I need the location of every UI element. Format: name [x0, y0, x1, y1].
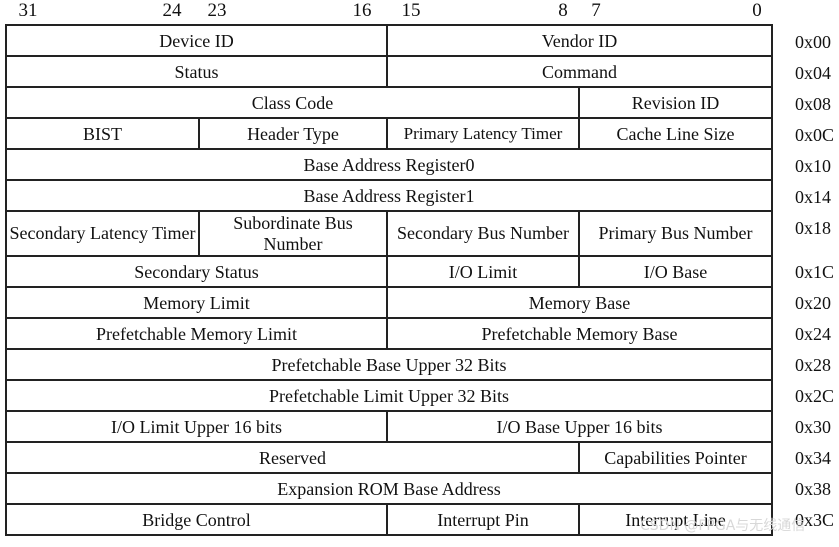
- offset-label-0x14: 0x14: [795, 187, 831, 207]
- register-row-0x28: Prefetchable Base Upper 32 Bits: [4, 348, 774, 381]
- offset-label-0x10: 0x10: [795, 156, 831, 176]
- pci-bridge-config-header-table: Device ID Vendor ID Status Command Class…: [4, 24, 774, 536]
- field-cache-line-size: Cache Line Size: [577, 117, 774, 150]
- field-primary-latency-timer: Primary Latency Timer: [386, 117, 580, 150]
- bit-position-header: 31 24 23 16 15 8 7 0: [0, 0, 839, 24]
- offset-label-0x1c: 0x1C: [795, 262, 835, 282]
- field-vendor-id: Vendor ID: [385, 24, 774, 57]
- field-subordinate-bus-number: Subordinate Bus Number: [198, 210, 388, 257]
- bit-label-7: 7: [591, 0, 601, 21]
- offset-label-0x08: 0x08: [795, 94, 831, 114]
- bit-label-23: 23: [207, 0, 227, 21]
- field-expansion-rom-base-address: Expansion ROM Base Address: [4, 472, 774, 505]
- field-base-address-register1: Base Address Register1: [4, 179, 774, 212]
- field-bist: BIST: [5, 117, 200, 150]
- field-header-type: Header Type: [198, 117, 388, 150]
- register-row-0x34: Reserved Capabilities Pointer: [5, 441, 774, 474]
- field-bridge-control: Bridge Control: [5, 503, 388, 536]
- register-row-0x24: Prefetchable Memory Limit Prefetchable M…: [5, 317, 774, 350]
- bit-label-16: 16: [352, 0, 372, 21]
- offset-label-0x2c: 0x2C: [795, 386, 835, 406]
- offset-label-0x20: 0x20: [795, 293, 831, 313]
- field-io-base: I/O Base: [577, 255, 774, 288]
- register-row-0x18: Secondary Latency Timer Subordinate Bus …: [5, 210, 774, 257]
- field-revision-id: Revision ID: [577, 86, 774, 119]
- field-primary-bus-number: Primary Bus Number: [577, 210, 774, 257]
- field-prefetchable-base-upper-32-bits: Prefetchable Base Upper 32 Bits: [4, 348, 774, 381]
- field-secondary-latency-timer: Secondary Latency Timer: [5, 210, 200, 257]
- bit-label-15: 15: [401, 0, 421, 21]
- field-reserved: Reserved: [5, 441, 580, 474]
- field-interrupt-line: Interrupt Line: [577, 503, 774, 536]
- field-prefetchable-memory-base: Prefetchable Memory Base: [385, 317, 774, 350]
- register-row-0x2c: Prefetchable Limit Upper 32 Bits: [4, 379, 774, 412]
- register-row-0x1c: Secondary Status I/O Limit I/O Base: [5, 255, 774, 288]
- field-command: Command: [385, 55, 774, 88]
- register-row-0x10: Base Address Register0: [4, 148, 774, 181]
- bit-label-8: 8: [558, 0, 568, 21]
- register-row-0x3c: Bridge Control Interrupt Pin Interrupt L…: [5, 503, 774, 536]
- register-row-0x0c: BIST Header Type Primary Latency Timer C…: [5, 117, 774, 150]
- offset-label-0x18: 0x18: [795, 218, 831, 238]
- field-prefetchable-memory-limit: Prefetchable Memory Limit: [5, 317, 388, 350]
- offset-label-0x28: 0x28: [795, 355, 831, 375]
- offset-label-0x34: 0x34: [795, 448, 831, 468]
- field-class-code: Class Code: [5, 86, 580, 119]
- field-status: Status: [5, 55, 388, 88]
- field-prefetchable-limit-upper-32-bits: Prefetchable Limit Upper 32 Bits: [4, 379, 774, 412]
- register-row-0x14: Base Address Register1: [4, 179, 774, 212]
- offset-label-0x3c: 0x3C: [795, 510, 835, 530]
- offset-label-0x04: 0x04: [795, 63, 831, 83]
- offset-label-0x30: 0x30: [795, 417, 831, 437]
- register-row-0x20: Memory Limit Memory Base: [5, 286, 774, 319]
- bit-label-31: 31: [18, 0, 38, 21]
- field-io-limit-upper-16-bits: I/O Limit Upper 16 bits: [5, 410, 388, 443]
- register-row-0x30: I/O Limit Upper 16 bits I/O Base Upper 1…: [5, 410, 774, 443]
- register-row-0x08: Class Code Revision ID: [5, 86, 774, 119]
- bit-label-24: 24: [162, 0, 182, 21]
- offset-label-0x24: 0x24: [795, 324, 831, 344]
- field-interrupt-pin: Interrupt Pin: [386, 503, 580, 536]
- register-row-0x04: Status Command: [5, 55, 774, 88]
- field-capabilities-pointer: Capabilities Pointer: [577, 441, 774, 474]
- offset-label-0x0c: 0x0C: [795, 125, 835, 145]
- field-memory-base: Memory Base: [385, 286, 774, 319]
- field-io-limit: I/O Limit: [386, 255, 580, 288]
- offset-label-0x38: 0x38: [795, 479, 831, 499]
- field-secondary-bus-number: Secondary Bus Number: [386, 210, 580, 257]
- field-base-address-register0: Base Address Register0: [4, 148, 774, 181]
- offset-label-0x00: 0x00: [795, 32, 831, 52]
- field-secondary-status: Secondary Status: [5, 255, 388, 288]
- field-memory-limit: Memory Limit: [5, 286, 388, 319]
- field-io-base-upper-16-bits: I/O Base Upper 16 bits: [385, 410, 774, 443]
- field-device-id: Device ID: [5, 24, 388, 57]
- register-row-0x38: Expansion ROM Base Address: [4, 472, 774, 505]
- bit-label-0: 0: [752, 0, 762, 21]
- register-row-0x00: Device ID Vendor ID: [5, 24, 774, 57]
